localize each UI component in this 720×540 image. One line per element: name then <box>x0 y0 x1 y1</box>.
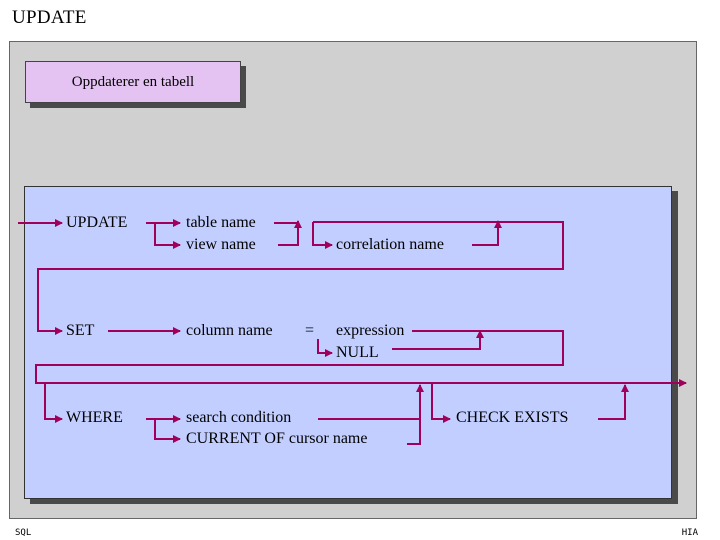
line2-wrap <box>35 330 687 387</box>
null-join <box>392 330 484 350</box>
correlation-name-join <box>472 220 502 246</box>
arrow-to-null <box>317 339 333 357</box>
subtitle-box: Oppdaterer en tabell <box>25 61 241 103</box>
correlation-name-label: correlation name <box>336 236 444 253</box>
expression-label: expression <box>336 322 405 339</box>
keyword-set: SET <box>66 322 95 339</box>
arrow-to-correlation-name <box>312 222 333 249</box>
keyword-where: WHERE <box>66 409 123 426</box>
arrow-to-current-of <box>154 419 181 443</box>
current-of-label: CURRENT OF cursor name <box>186 430 368 447</box>
line1-wrap <box>37 221 564 335</box>
check-exists-join <box>598 384 629 420</box>
check-exists-label: CHECK EXISTS <box>456 409 569 426</box>
equals-sign: = <box>305 322 315 339</box>
table-name-label: table name <box>186 214 256 231</box>
arrow-to-view-name <box>154 223 181 249</box>
page-title: UPDATE <box>12 7 87 28</box>
view-name-label: view name <box>186 236 256 253</box>
view-name-join <box>278 220 302 246</box>
null-label: NULL <box>336 344 379 361</box>
footer-right: HIA <box>681 528 698 538</box>
search-condition-label: search condition <box>186 409 292 426</box>
footer-left: SQL <box>15 528 32 538</box>
column-name-label: column name <box>186 322 273 339</box>
arrow-to-check-exists <box>431 383 451 423</box>
current-of-join <box>407 419 421 445</box>
arrow-to-where <box>44 383 63 423</box>
keyword-update: UPDATE <box>66 214 128 231</box>
subtitle-text: Oppdaterer en tabell <box>71 73 195 90</box>
search-condition-join <box>318 384 424 420</box>
